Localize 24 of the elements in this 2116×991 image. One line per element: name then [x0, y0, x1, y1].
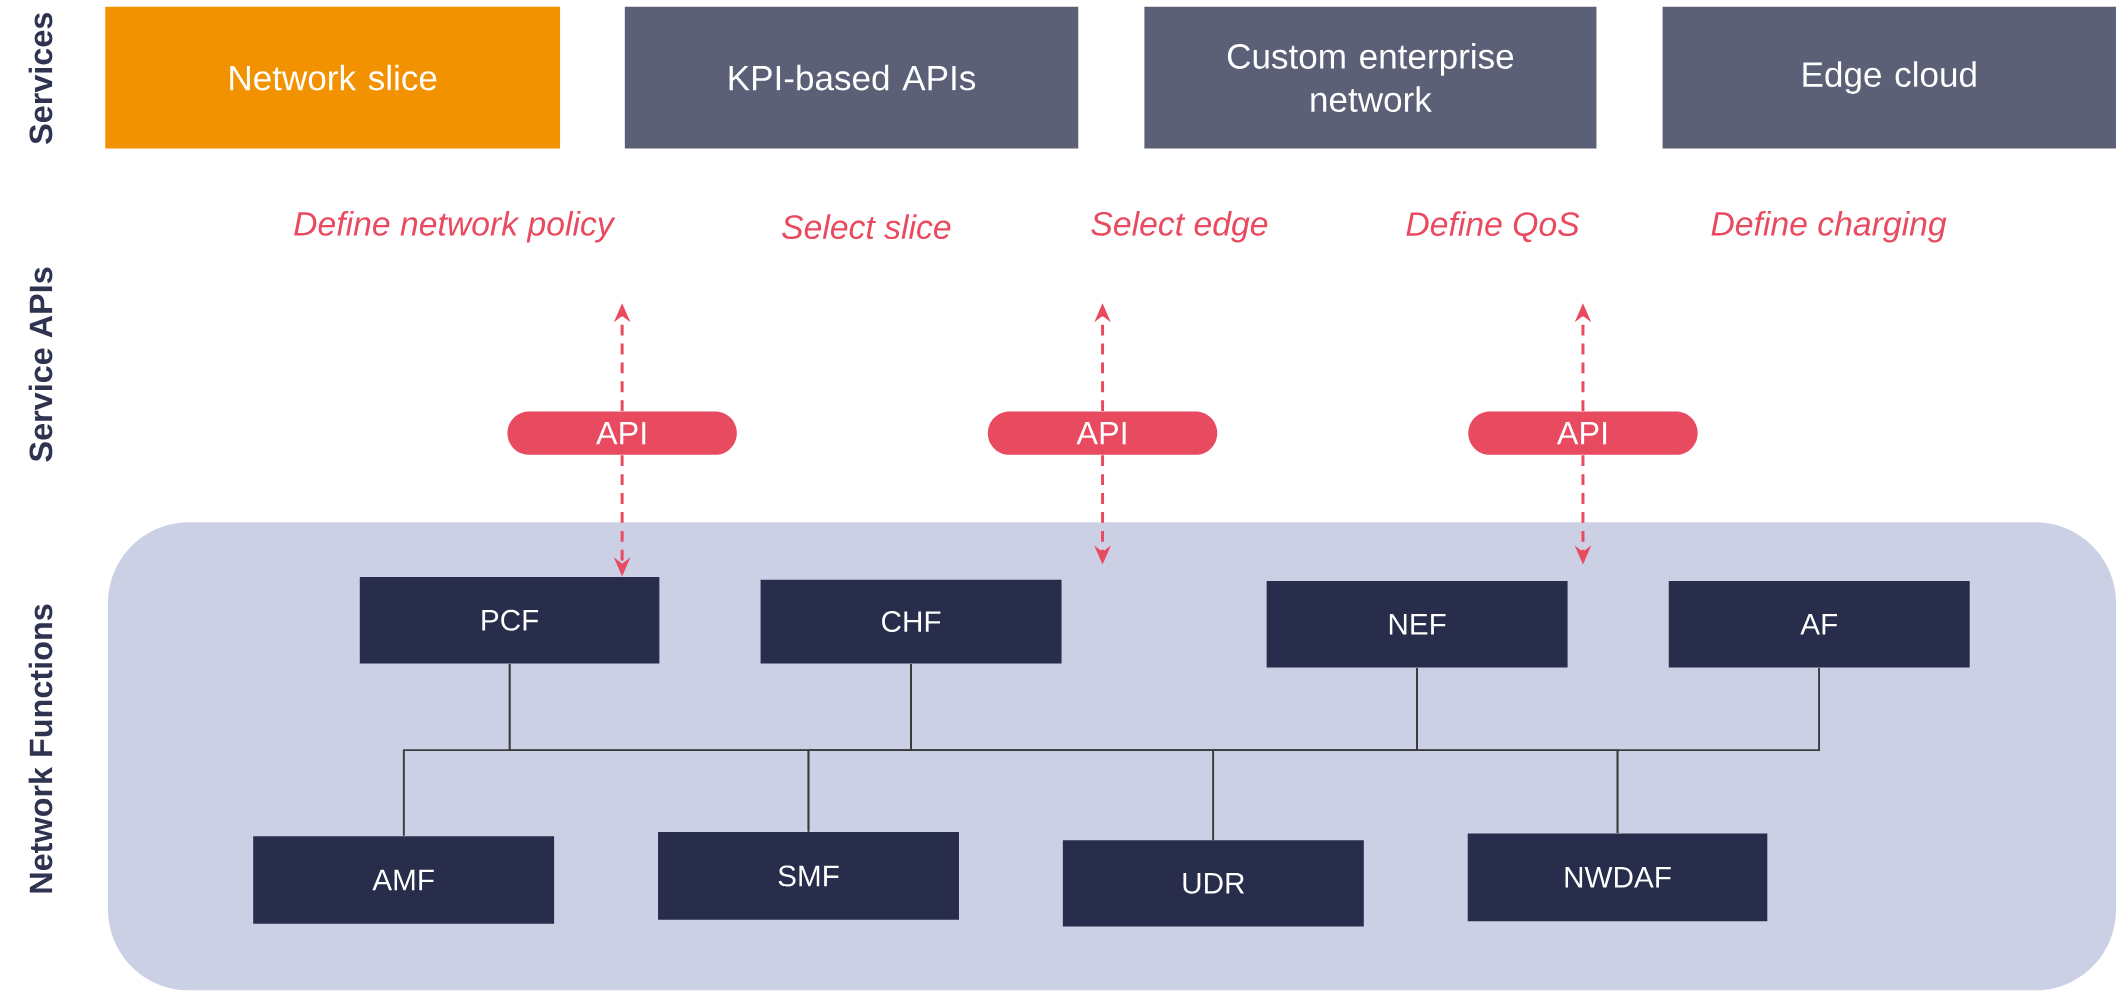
function-box: UDR — [1062, 840, 1364, 927]
function-box: SMF — [658, 832, 959, 921]
function-box: NWDAF — [1467, 833, 1768, 922]
api-action-label: Define QoS — [1406, 211, 1580, 243]
row-label: Network Functions — [28, 604, 53, 893]
function-box: CHF — [760, 579, 1062, 664]
api-pill: API — [507, 411, 737, 455]
function-box: NEF — [1266, 581, 1568, 668]
service-box: Network slice — [105, 7, 561, 149]
service-box: Edge cloud — [1662, 7, 2116, 149]
api-action-label: Define network policy — [294, 211, 616, 243]
api-action-label: Define charging — [1711, 211, 1947, 243]
service-box: KPI-based APIs — [624, 7, 1079, 149]
connector-line — [1616, 667, 1820, 834]
row-label: Services — [28, 13, 53, 145]
row-label: Service APIs — [28, 267, 53, 462]
service-box: Custom enterprise network — [1144, 7, 1597, 149]
function-box: AF — [1668, 581, 1970, 668]
api-action-label: Select slice — [782, 214, 951, 240]
api-pill: API — [987, 411, 1218, 455]
api-action-label: Select edge — [1091, 211, 1268, 243]
function-box: PCF — [359, 577, 660, 664]
function-box: AMF — [253, 836, 555, 925]
api-pill: API — [1468, 411, 1698, 455]
